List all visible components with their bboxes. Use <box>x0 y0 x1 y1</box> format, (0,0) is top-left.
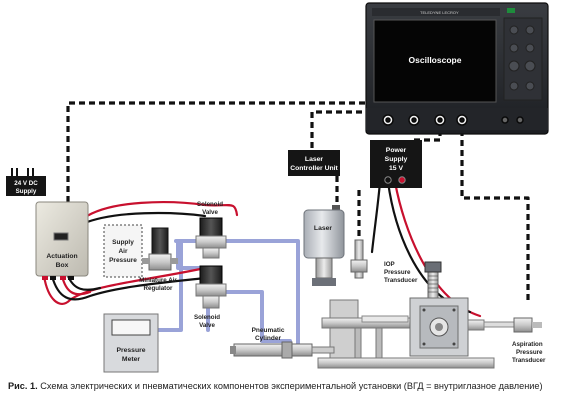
pneumatic-label-2: Cylinder <box>255 335 281 342</box>
dc-supply-label-2: Supply <box>16 188 37 195</box>
switch-icon <box>53 232 69 241</box>
scope-inputs <box>382 114 524 126</box>
supply-air-label-1: Supply <box>112 239 134 246</box>
solenoid-bottom-label-2: Valve <box>199 322 215 329</box>
laser: Laser <box>303 205 345 286</box>
dc-supply-label-1: 24 V DC <box>14 180 38 187</box>
caption-text: Схема электрических и пневматических ком… <box>40 381 543 391</box>
power-supply-label-1: Power <box>386 147 407 154</box>
terminal-black <box>384 176 392 184</box>
oscilloscope: TELEDYNE LECROY Oscilloscope <box>365 2 549 135</box>
solenoid-top-label-1: Solenoid <box>197 201 223 208</box>
solenoid-valve-bottom: Solenoid Valve <box>194 265 227 329</box>
supply-air-pressure: Supply Air Pressure <box>103 224 143 278</box>
air-regulator: Miniature Air Regulator <box>139 227 178 292</box>
oscilloscope-label: Oscilloscope <box>409 55 462 65</box>
regulator-label-1: Miniature Air <box>139 277 177 284</box>
actuation-box-label-2: Box <box>56 262 69 269</box>
pneumatic-cylinder: Pneumatic Cylinder <box>230 327 335 359</box>
plug-pins <box>11 168 34 176</box>
aspiration-label-2: Pressure <box>516 349 543 356</box>
red-wire <box>42 266 207 305</box>
scope-brand: TELEDYNE LECROY <box>420 10 459 15</box>
actuation-box-label-1: Actuation <box>46 253 77 260</box>
aspiration-label-1: Aspiration <box>512 341 543 348</box>
red-wire <box>82 201 239 220</box>
scope-knobs <box>503 8 543 101</box>
figure-caption: Рис. 1. Схема электрических и пневматиче… <box>8 381 563 391</box>
power-supply-label-2: Supply <box>385 156 408 163</box>
pressure-meter-label-2: Meter <box>122 356 140 363</box>
caption-prefix: Рис. 1. <box>8 381 38 391</box>
black-wire <box>80 211 207 226</box>
laser-controller-label-2: Controller Unit <box>290 165 338 172</box>
micrometer <box>424 261 442 299</box>
black-wire <box>370 180 382 254</box>
air-tube <box>222 290 292 343</box>
laser-label: Laser <box>314 225 332 232</box>
iop-label-2: Pressure <box>384 269 411 276</box>
dc-supply: 24 V DC Supply <box>6 176 46 196</box>
aspiration-label-3: Transducer <box>512 357 546 364</box>
test-stand <box>317 297 515 369</box>
black-wire <box>50 274 207 301</box>
iop-pressure-transducer: IOP Pressure Transducer <box>350 239 418 284</box>
cable <box>460 120 530 300</box>
power-supply: Power Supply 15 V <box>370 140 422 188</box>
iop-label-3: Transducer <box>384 277 418 284</box>
meter-display <box>111 319 151 336</box>
terminal-red <box>398 176 406 184</box>
air-tube <box>176 240 202 270</box>
pneumatic-label-1: Pneumatic <box>252 327 285 334</box>
supply-air-label-3: Pressure <box>109 257 137 264</box>
oscilloscope-screen <box>373 19 497 103</box>
iop-label-1: IOP <box>384 261 395 268</box>
power-supply-label-3: 15 V <box>389 165 403 172</box>
cable <box>412 120 442 142</box>
actuation-box: Actuation Box <box>35 201 89 280</box>
laser-controller-label-1: Laser <box>305 156 323 163</box>
solenoid-valve-top: Solenoid Valve <box>195 201 227 259</box>
solenoid-top-label-2: Valve <box>202 209 218 216</box>
laser-controller-unit: Laser Controller Unit <box>288 150 340 176</box>
pressure-meter: Pressure Meter <box>103 313 159 373</box>
supply-air-label-2: Air <box>118 248 128 255</box>
pressure-meter-label-1: Pressure <box>116 347 145 354</box>
stand-base <box>317 357 495 369</box>
solenoid-bottom-label-1: Solenoid <box>194 314 220 321</box>
regulator-label-2: Regulator <box>144 285 173 292</box>
aspiration-pressure-transducer: Aspiration Pressure Transducer <box>512 317 546 364</box>
